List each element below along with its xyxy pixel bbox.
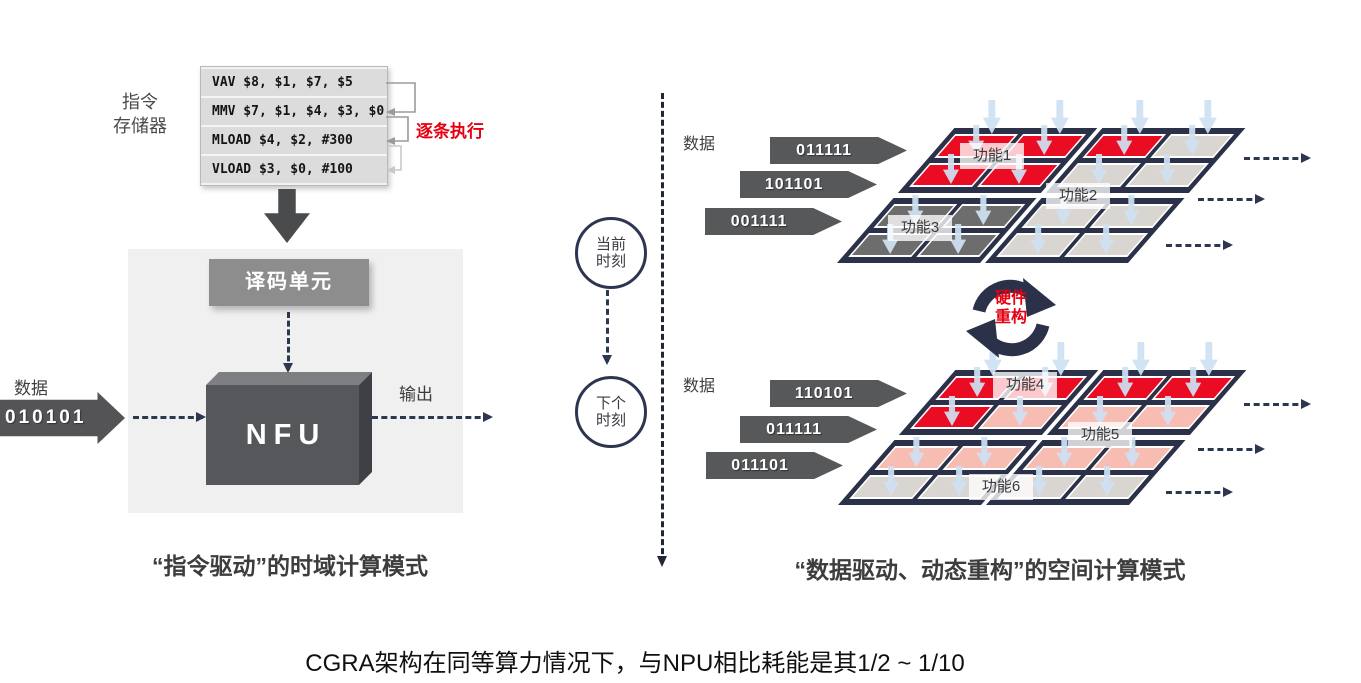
data-banner: 101101 — [740, 171, 877, 198]
instruction-row: VAV $8, $1, $7, $5 — [201, 69, 387, 96]
function-label: 功能1 — [960, 143, 1024, 169]
data-in-arrow — [133, 412, 206, 422]
next-moment-circle: 下个 时刻 — [575, 376, 647, 448]
instruction-memory-box: VAV $8, $1, $7, $5 MMV $7, $1, $4, $3, $… — [200, 66, 388, 186]
right-caption: “数据驱动、动态重构”的空间计算模式 — [794, 557, 1186, 583]
data-banner: 011101 — [706, 452, 843, 479]
data-banner: 011111 — [740, 416, 877, 443]
function-label: 功能5 — [1068, 422, 1132, 448]
reconfigure-label: 硬件 重构 — [994, 290, 1027, 326]
reconfigure-cycle-icon — [966, 278, 1056, 358]
nfu-label: NFU — [245, 418, 327, 451]
moment-transition-arrow — [602, 290, 612, 365]
grid-out-arrow — [1244, 153, 1311, 163]
decode-unit-box: 译码单元 — [209, 259, 369, 306]
function-label: 功能3 — [888, 215, 952, 241]
step-by-step-label: 逐条执行 — [416, 122, 484, 141]
left-caption: “指令驱动”的时域计算模式 — [152, 553, 428, 579]
data-input-arrow: 010101 — [0, 392, 125, 444]
output-label: 输出 — [399, 385, 433, 404]
nfu-box: NFU — [206, 385, 359, 485]
instruction-row: MMV $7, $1, $4, $3, $0 — [201, 96, 387, 125]
timeline-axis — [657, 93, 667, 567]
output-arrow — [372, 412, 493, 422]
grid-out-arrow — [1198, 194, 1265, 204]
instruction-row: VLOAD $3, $0, #100 — [201, 154, 387, 183]
data-label-top: 数据 — [683, 136, 716, 153]
grid-out-arrow — [1244, 399, 1311, 409]
instruction-row: MLOAD $4, $2, #300 — [201, 125, 387, 154]
function-label: 功能2 — [1046, 183, 1110, 209]
decode-to-nfu-arrow — [283, 312, 293, 373]
data-banner: 001111 — [705, 208, 842, 235]
footer-caption: CGRA架构在同等算力情况下，与NPU相比耗能是其1/2 ~ 1/10 — [305, 650, 965, 677]
loop-connectors — [386, 82, 416, 174]
data-label: 数据 — [14, 379, 48, 398]
data-input-value: 010101 — [5, 407, 87, 428]
data-label-bottom: 数据 — [683, 378, 716, 395]
grid-out-arrow — [1166, 240, 1233, 250]
function-label: 功能4 — [993, 372, 1057, 398]
data-banner: 110101 — [770, 380, 907, 407]
function-label: 功能6 — [969, 474, 1033, 500]
grid-out-arrow — [1166, 487, 1233, 497]
data-banner: 011111 — [770, 137, 907, 164]
grid-out-arrow — [1198, 444, 1265, 454]
instruction-memory-label: 指令 存储器 — [113, 92, 167, 136]
current-moment-circle: 当前 时刻 — [575, 217, 647, 289]
